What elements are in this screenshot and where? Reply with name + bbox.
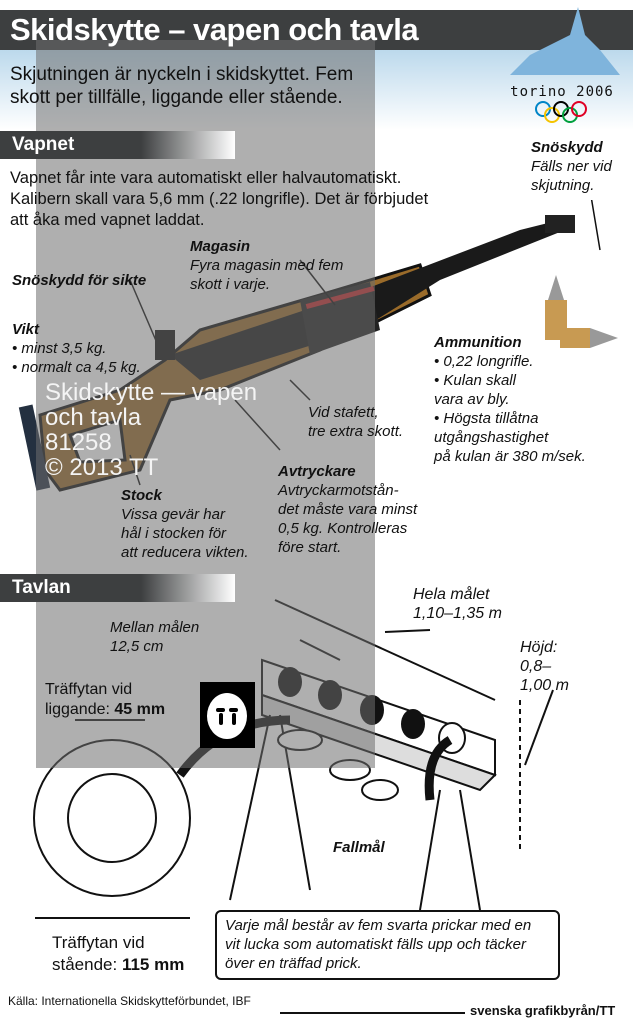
credit-text: svenska grafikbyrån/TT bbox=[470, 1003, 616, 1018]
source-text: Källa: Internationella Skidskytteförbund… bbox=[8, 994, 251, 1008]
weapon-line: att åka med vapnet laddat. bbox=[10, 211, 205, 229]
section-weapon: Vapnet bbox=[0, 131, 235, 159]
logo-text: torino 2006 bbox=[510, 84, 614, 100]
watermark-overlay bbox=[36, 40, 375, 768]
weapon-line: Kalibern skall vara 5,6 mm (.22 longrifl… bbox=[10, 190, 429, 208]
intro-line: skott per tillfälle, liggande eller ståe… bbox=[10, 87, 343, 108]
section-target: Tavlan bbox=[0, 574, 235, 602]
label-ammunition: Ammunition• 0,22 longrifle.• Kulan skall… bbox=[434, 334, 586, 465]
footer-rule bbox=[280, 1012, 465, 1014]
label-height: Höjd:0,8–1,00 m bbox=[520, 639, 569, 694]
tt-logo bbox=[200, 682, 255, 748]
weapon-line: Vapnet får inte vara automatiskt eller h… bbox=[10, 169, 402, 187]
page-title: Skidskytte – vapen och tavla bbox=[10, 12, 419, 47]
label-relay: Vid stafett,tre extra skott. bbox=[308, 404, 404, 440]
intro-line: Skjutningen är nyckeln i skidskyttet. Fe… bbox=[10, 64, 354, 85]
weapon-text: Vapnet får inte vara automatiskt eller h… bbox=[10, 168, 428, 231]
intro-text: Skjutningen är nyckeln i skidskyttet. Fe… bbox=[10, 63, 353, 109]
label-weight: Vikt• minst 3,5 kg.• normalt ca 4,5 kg. bbox=[12, 321, 141, 376]
bullet-icon bbox=[545, 275, 618, 348]
torino-mountain-icon: torino 2006 bbox=[510, 7, 620, 123]
tt-logo-icon bbox=[207, 693, 247, 739]
label-fallmal: Fallmål bbox=[333, 839, 385, 856]
torino-logo: torino 2006 bbox=[500, 5, 625, 125]
arrow-icon bbox=[424, 736, 453, 801]
label-sight-guard: Snöskydd för sikte bbox=[12, 272, 147, 289]
note-box: Varje mål består av fem svarta prickar m… bbox=[215, 910, 560, 980]
